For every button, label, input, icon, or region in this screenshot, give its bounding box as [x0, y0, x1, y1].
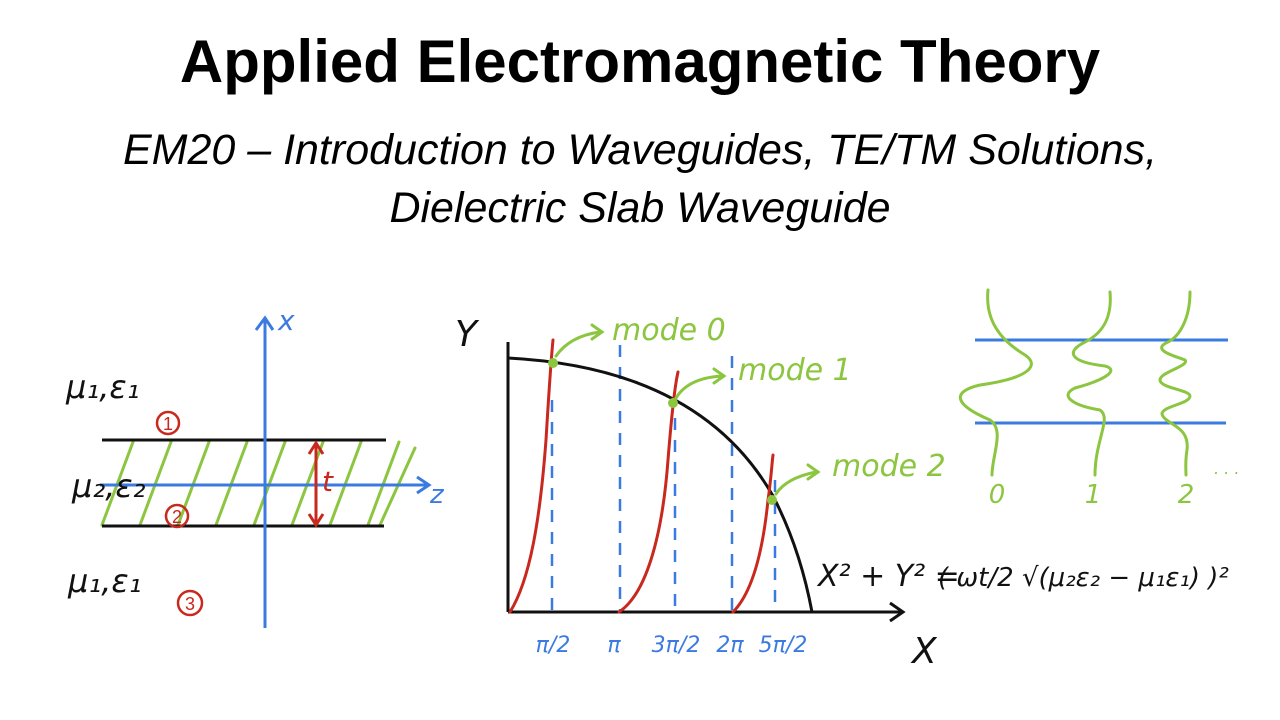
- mode0-label: mode 0: [612, 313, 726, 348]
- mode2-label: mode 2: [832, 449, 946, 484]
- mode2-intersection: [767, 495, 777, 505]
- profile-continuation: . . .: [1214, 459, 1239, 478]
- tick-label: π: [607, 633, 621, 658]
- chart-x-axis-label: X: [910, 631, 938, 672]
- x-axis-arrowhead: [254, 315, 275, 331]
- mode-profiles: 0 1 2 . . .: [958, 288, 1239, 510]
- slide-subtitle-line-1: EM20 – Introduction to Waveguides, TE/TM…: [122, 126, 1158, 174]
- equation-right: ( ωt/2 √(μ₂ε₂ − μ₁ε₁) )²: [938, 563, 1229, 593]
- chart-x-axis-arrowhead: [889, 601, 906, 623]
- tick-labels: π/2 π 3π/2 2π 5π/2: [536, 633, 808, 658]
- region1-params: μ₁,ε₁: [65, 368, 139, 406]
- mode-arrows: [554, 323, 821, 496]
- thickness-arrowhead-top: [307, 440, 325, 455]
- region2-number: 2: [172, 507, 182, 527]
- mode1-intersection: [668, 398, 678, 408]
- slab-diagram: x z t μ₁,ε₁ μ₂,ε₂ μ₁,ε₁ 1 2 3: [65, 304, 445, 628]
- slide-title: Applied Electromagnetic Theory: [179, 28, 1101, 95]
- chart-y-axis-label: Y: [455, 314, 480, 355]
- profile-curves: [958, 288, 1192, 477]
- mode0-intersection: [548, 358, 558, 368]
- profile-label-0: 0: [989, 480, 1006, 510]
- mode-chart: Y X mode 0: [455, 313, 1229, 672]
- x-axis-label: x: [277, 304, 295, 337]
- profile-label-1: 1: [1085, 480, 1102, 510]
- tick-label: 5π/2: [759, 633, 808, 658]
- tick-label: π/2: [536, 633, 571, 658]
- region1-marker: [155, 410, 181, 436]
- tick-label: 2π: [716, 633, 744, 658]
- thickness-label: t: [322, 465, 334, 498]
- profile-label-2: 2: [1178, 480, 1195, 510]
- circle-arc: [507, 356, 814, 613]
- region1-number: 1: [163, 414, 173, 434]
- z-axis-label: z: [429, 480, 445, 510]
- region3-marker: [176, 589, 204, 617]
- thickness-arrowhead-bottom: [307, 513, 325, 528]
- region2-params: μ₂,ε₂: [71, 467, 146, 505]
- z-axis-arrowhead: [416, 475, 432, 495]
- slide-subtitle-line-2: Dielectric Slab Waveguide: [389, 184, 891, 232]
- dispersion-branches: [508, 338, 775, 614]
- equation-left: X² + Y² =: [816, 559, 960, 594]
- region2-marker: [164, 503, 190, 529]
- region3-params: μ₁,ε₁: [67, 562, 141, 600]
- tick-label: 3π/2: [652, 633, 701, 658]
- mode1-label: mode 1: [738, 353, 852, 388]
- region3-number: 3: [185, 594, 195, 614]
